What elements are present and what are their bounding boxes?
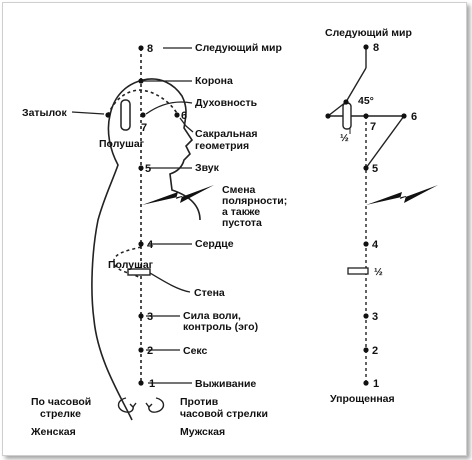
wall-rect-right [347,267,369,275]
rotation-arrows-icon [117,397,165,413]
label-survival: Выживание [195,378,256,390]
r-num-7: 7 [370,121,376,133]
label-wall: Стена [194,287,225,299]
label-half-step-top: Полушаг [99,138,145,150]
label-polarity-3: а также [222,206,260,218]
num-5: 5 [145,163,151,175]
label-cw-1: По часовой [31,396,91,408]
label-crown: Корона [195,75,233,87]
r-num-3: 3 [372,311,378,323]
label-ccw-1: Против [180,396,219,408]
half-step-pill-right [342,102,352,130]
num-8: 8 [147,43,153,55]
label-polarity-2: полярности; [222,195,287,207]
label-polarity-1: Смена [222,184,256,196]
label-polarity-4: пустота [222,217,262,229]
label-sex: Секс [183,345,208,357]
r-num-2: 2 [372,345,378,357]
r-num-4: 4 [372,239,379,251]
lightning-icon-right [366,185,438,205]
point-3 [138,313,144,319]
r-point-5 [363,165,369,171]
r-point-8 [363,44,369,50]
point-1 [138,380,144,386]
point-4 [138,241,144,247]
r-num-6: 6 [411,111,417,123]
label-ccw-2: часовой стрелки [180,408,268,420]
label-sacral-1: Сакральная [195,128,258,140]
wall-rect [127,268,151,276]
point-8 [138,45,144,51]
label-half-step-mid: Полушаг [108,259,154,271]
label-female: Женская [30,426,76,438]
label-will-1: Сила воли, [183,310,241,322]
leader-lines [71,47,194,384]
r-num-8: 8 [373,42,379,54]
label-will-2: контроль (эго) [183,321,258,333]
r-label-next-world: Следующий мир [325,27,412,39]
num-4: 4 [147,239,154,251]
r-point-2 [363,347,369,353]
r-point-4 [363,241,369,247]
half-step-pill-top [120,99,131,131]
label-next-world: Следующий мир [195,42,282,54]
label-sound: Звук [195,162,220,174]
point-2 [138,347,144,353]
point-occiput [105,112,111,118]
figure-frame [2,2,467,456]
r-num-1: 1 [373,378,379,390]
point-7 [140,112,146,118]
num-7: 7 [141,122,147,134]
num-2: 2 [147,345,153,357]
num-6: 6 [181,110,187,122]
num-1: 1 [149,378,155,390]
head-loop [107,89,179,116]
label-spirituality: Духовность [195,97,258,109]
half-step-loop [113,246,142,279]
r-point-1 [363,380,369,386]
r-label-half-b: ½ [374,266,383,278]
right-diagram: 8 7 6 5 4 3 2 1 Следующий мир 45° ½ ½ Уп… [325,27,438,405]
point-5 [138,165,144,171]
point-crown [138,78,144,84]
r-point-3 [363,313,369,319]
r-point-left [325,113,331,119]
r-label-angle: 45° [358,95,374,107]
label-male: Мужская [180,426,225,438]
left-diagram: 8 7 6 5 4 3 2 1 Следующий мир Корона Зат… [22,42,287,438]
r-point-junction [343,99,349,105]
r-label-simplified: Упрощенная [330,393,395,405]
point-6 [174,112,180,118]
num-3: 3 [147,311,153,323]
r-label-half-a: ½ [340,132,349,144]
label-cw-2: стрелке [40,408,81,420]
r-num-5: 5 [372,163,378,175]
lightning-icon [142,185,214,205]
label-occiput: Затылок [22,107,67,119]
label-heart: Сердце [195,238,234,250]
label-sacral-2: геометрия [195,140,249,152]
r-point-7 [363,113,369,119]
r-point-6 [401,113,407,119]
